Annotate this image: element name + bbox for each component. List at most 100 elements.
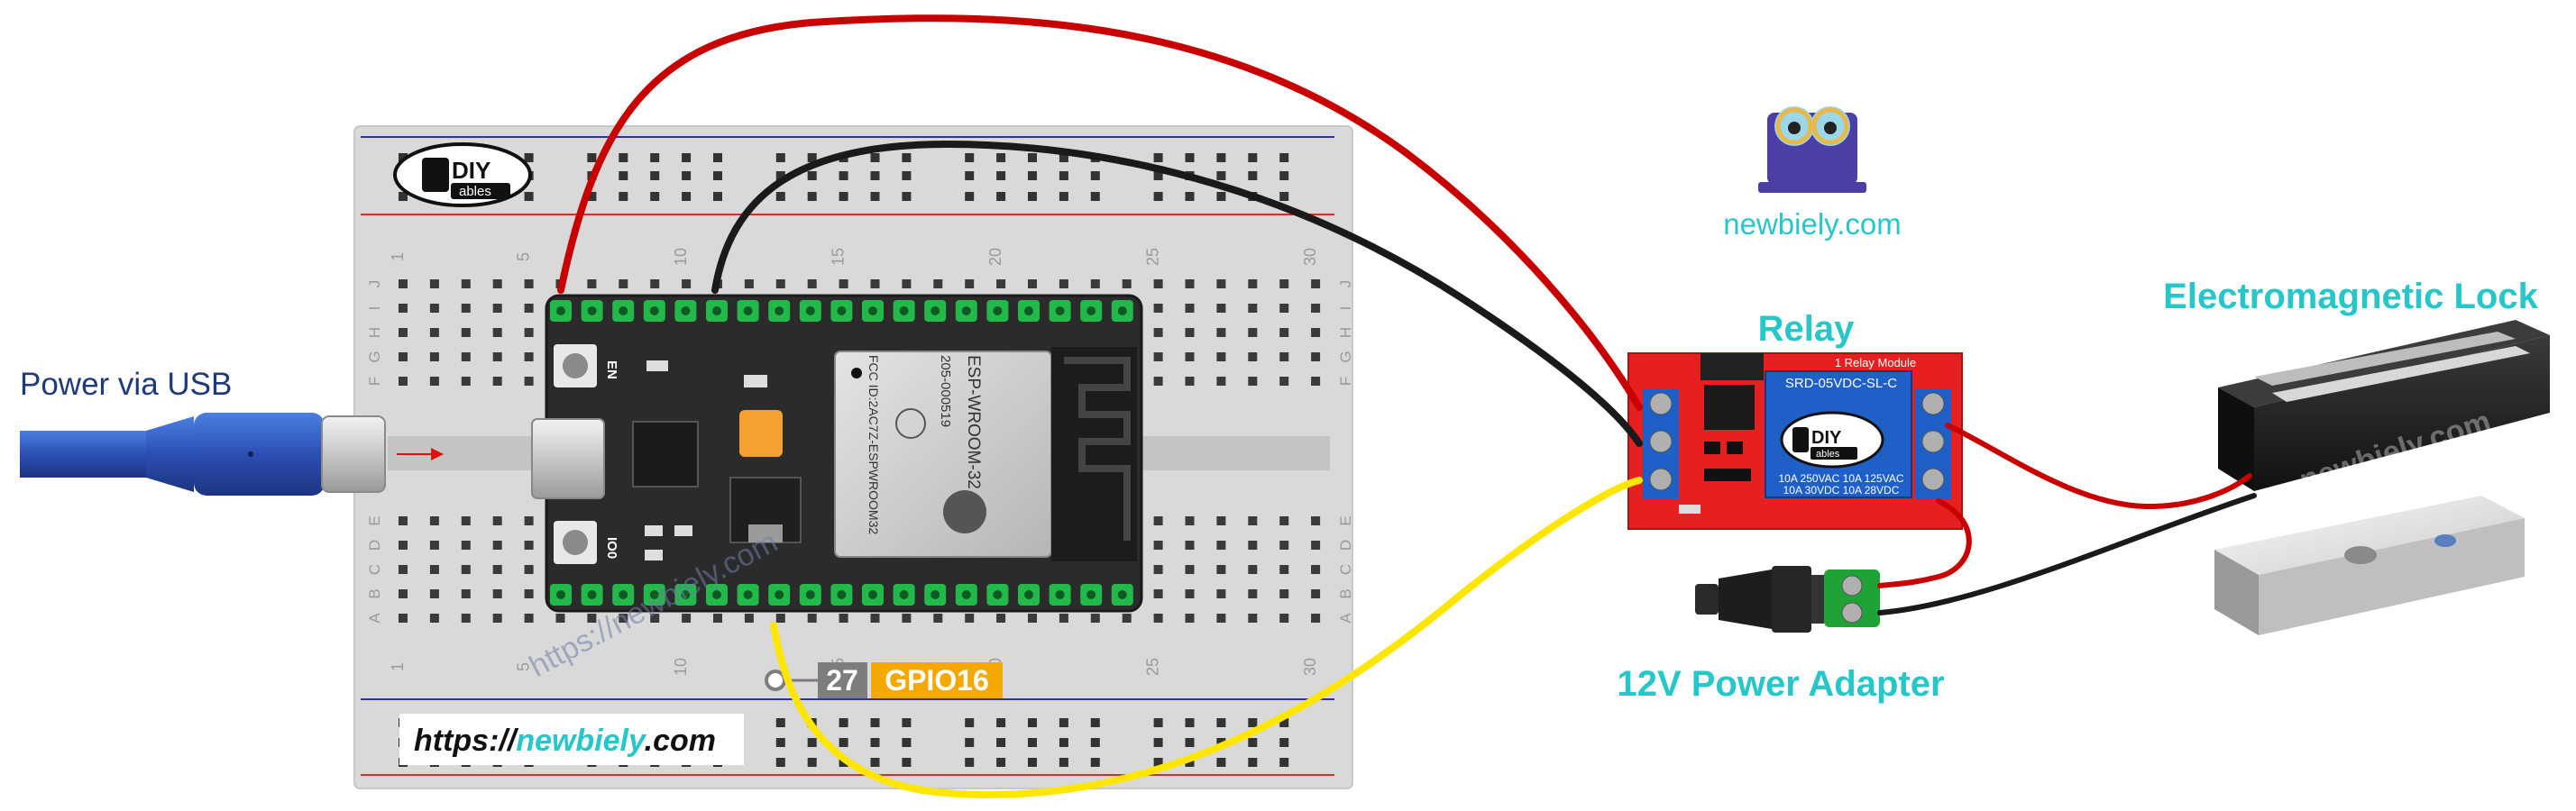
header-pin-hole xyxy=(1024,306,1033,315)
rail-hole xyxy=(1279,153,1289,162)
rail-hole xyxy=(1028,738,1037,747)
row-letter: H xyxy=(1337,327,1354,338)
header-pin-hole xyxy=(805,306,815,315)
terminal-hole xyxy=(775,614,785,623)
rail-hole xyxy=(524,192,534,201)
header-pin-hole xyxy=(837,306,847,315)
rail-hole xyxy=(965,718,975,727)
terminal-hole xyxy=(1185,516,1195,525)
rail-hole xyxy=(870,718,880,727)
header-pin-hole xyxy=(1086,590,1096,599)
header-pin-hole xyxy=(743,306,753,315)
terminal-hole xyxy=(461,279,471,288)
terminal-hole xyxy=(1185,565,1195,574)
header-pin-hole xyxy=(930,306,940,315)
terminal-hole xyxy=(1090,614,1100,623)
terminal-hole xyxy=(1248,304,1258,313)
header-pin-hole xyxy=(930,590,940,599)
terminal-hole xyxy=(1028,614,1037,623)
rail-hole xyxy=(1059,153,1068,162)
rail-hole xyxy=(1216,153,1226,162)
lock-label: Electromagnetic Lock xyxy=(2163,277,2538,316)
rail-hole xyxy=(996,758,1006,767)
rail-hole xyxy=(1028,718,1037,727)
terminal-hole xyxy=(1153,377,1163,386)
column-number: 10 xyxy=(672,658,690,676)
terminal-hole xyxy=(399,304,408,313)
rail-hole xyxy=(650,171,660,180)
terminal-hole xyxy=(1185,304,1195,313)
terminal-hole xyxy=(461,541,471,550)
terminal-hole xyxy=(429,279,439,288)
terminal-hole xyxy=(1248,614,1258,623)
row-letter: F xyxy=(366,377,383,386)
terminal-hole xyxy=(1185,541,1195,550)
terminal-hole xyxy=(1185,614,1195,623)
terminal-hole xyxy=(1059,614,1068,623)
terminal-hole xyxy=(399,614,408,623)
rail-hole xyxy=(996,192,1006,201)
rail-hole xyxy=(399,192,408,201)
terminal-hole xyxy=(1216,516,1226,525)
rail-hole xyxy=(1185,758,1195,767)
rail-hole xyxy=(1248,738,1258,747)
rail-hole xyxy=(807,153,817,162)
header-pin-hole xyxy=(899,590,909,599)
terminal-hole xyxy=(461,589,471,598)
rail-hole xyxy=(1279,171,1289,180)
column-number: 20 xyxy=(986,248,1004,266)
rail-hole xyxy=(870,738,880,747)
terminal-hole xyxy=(524,352,534,361)
diyables-logo-subtext: ables xyxy=(459,184,491,199)
terminal-hole xyxy=(1216,279,1226,288)
url-text: https://newbiely.com xyxy=(414,724,716,758)
esp32-pin-headers xyxy=(550,300,1133,606)
relay-logo-subtext: ables xyxy=(1816,449,1840,460)
rail-hole xyxy=(965,758,975,767)
rail-hole xyxy=(807,171,817,180)
terminal-hole xyxy=(619,614,628,623)
header-pin-hole xyxy=(775,306,784,315)
wire-red-adapter xyxy=(1877,498,1972,588)
column-number: 1 xyxy=(389,662,407,671)
rail-hole xyxy=(902,758,912,767)
terminal-hole xyxy=(461,565,471,574)
terminal-hole xyxy=(1248,377,1258,386)
terminal-hole xyxy=(461,328,471,337)
terminal-hole xyxy=(399,279,408,288)
newbiely-logo-text: newbiely.com xyxy=(1723,207,1901,241)
header-pin-hole xyxy=(587,306,597,315)
terminal-hole xyxy=(619,279,628,288)
rail-hole xyxy=(775,192,785,201)
terminal-hole xyxy=(1311,614,1321,623)
newbiely-logo: newbiely.com xyxy=(1723,106,1902,241)
rail-hole xyxy=(1028,153,1037,162)
terminal-hole xyxy=(1248,565,1258,574)
rail-hole xyxy=(1185,192,1195,201)
terminal-hole xyxy=(1122,279,1132,288)
terminal-hole xyxy=(492,565,502,574)
terminal-hole xyxy=(492,328,502,337)
relay-input-terminal xyxy=(1643,389,1679,499)
terminal-hole xyxy=(1028,279,1037,288)
wire-red-vin xyxy=(557,14,1643,411)
terminal-hole xyxy=(524,614,534,623)
rail-hole xyxy=(1216,192,1226,201)
header-pin-hole xyxy=(868,306,877,315)
terminal-hole xyxy=(996,614,1006,623)
header-pin-hole xyxy=(1086,306,1096,315)
dc-power-adapter xyxy=(1695,566,1880,633)
ce-mark xyxy=(895,408,926,439)
terminal-hole xyxy=(1311,541,1321,550)
terminal-hole xyxy=(1311,304,1321,313)
header-pin-hole xyxy=(993,306,1003,315)
rail-hole xyxy=(650,153,660,162)
terminal-hole xyxy=(807,614,817,623)
header-pin-hole xyxy=(1117,306,1127,315)
rail-hole xyxy=(839,738,848,747)
terminal-hole xyxy=(429,352,439,361)
column-number: 25 xyxy=(1144,248,1162,266)
terminal-hole xyxy=(1153,304,1163,313)
usb-uart-chip xyxy=(632,421,699,488)
